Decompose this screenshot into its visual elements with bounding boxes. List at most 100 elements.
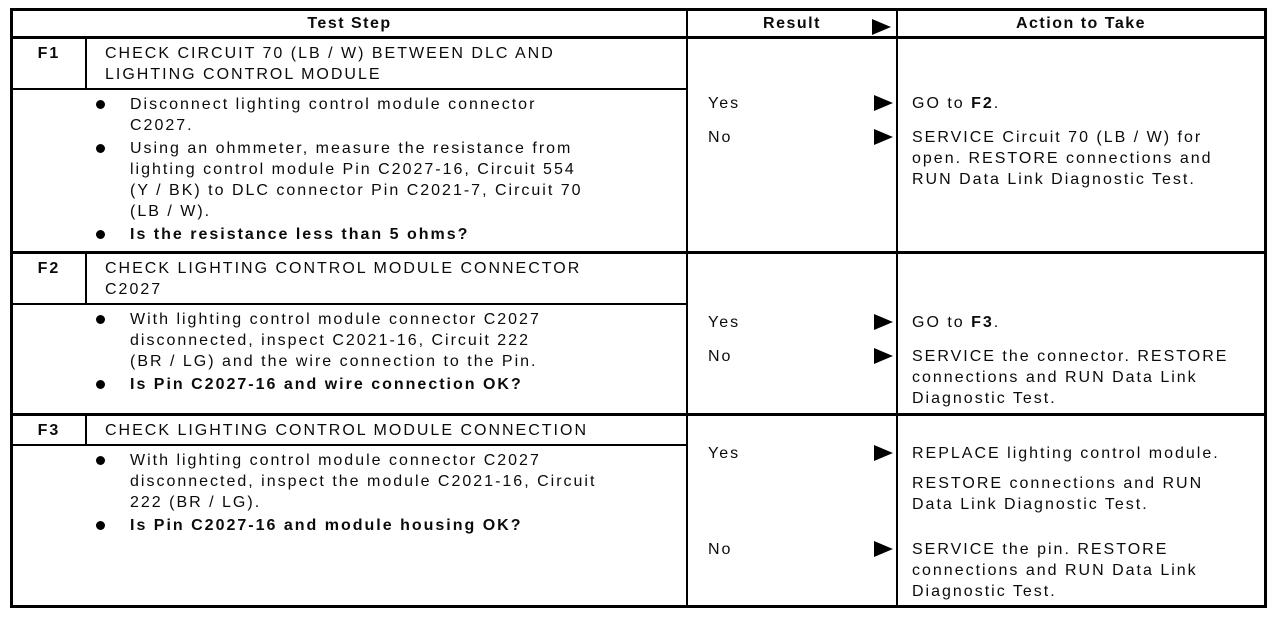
table-header-row: Test Step Result Action to Take bbox=[13, 11, 1264, 39]
result-cell: No bbox=[688, 539, 896, 602]
bullet-icon bbox=[96, 100, 105, 109]
instruction-text: With lighting control module connector C… bbox=[130, 309, 541, 372]
question-item: Is Pin C2027-16 and wire connection OK? bbox=[96, 374, 686, 395]
table-row: F1 CHECK CIRCUIT 70 (LB / W) BETWEEN DLC… bbox=[13, 39, 1264, 251]
result-cell: Yes bbox=[688, 93, 896, 114]
step-title-line: CHECK LIGHTING CONTROL MODULE CONNECTION bbox=[105, 422, 588, 439]
instruction-line: Using an ohmmeter, measure the resistanc… bbox=[130, 140, 573, 157]
question-text: Is Pin C2027-16 and module housing OK? bbox=[130, 517, 523, 534]
question-text: Is the resistance less than 5 ohms? bbox=[130, 226, 470, 243]
step-instructions: With lighting control module connector C… bbox=[13, 305, 686, 395]
step-header: F1 CHECK CIRCUIT 70 (LB / W) BETWEEN DLC… bbox=[13, 39, 686, 90]
bullet-icon bbox=[96, 521, 105, 530]
instruction-item: Using an ohmmeter, measure the resistanc… bbox=[96, 138, 686, 222]
result-label: No bbox=[708, 348, 733, 365]
action-text: . bbox=[993, 314, 1001, 331]
result-cell: Yes bbox=[688, 443, 896, 515]
bullet-icon bbox=[96, 315, 105, 324]
step-title-line: CHECK CIRCUIT 70 (LB / W) BETWEEN DLC AN… bbox=[105, 45, 555, 62]
instruction-line: disconnected, inspect the module C2021-1… bbox=[130, 473, 597, 490]
action-text: . bbox=[993, 95, 1001, 112]
action-cell: SERVICE Circuit 70 (LB / W) for open. RE… bbox=[896, 127, 1264, 190]
instruction-line: disconnected, inspect C2021-16, Circuit … bbox=[130, 332, 530, 349]
instruction-item: Disconnect lighting control module conne… bbox=[96, 94, 686, 136]
action-cell: GO to F2. bbox=[896, 93, 1264, 114]
result-arrow-icon bbox=[874, 129, 893, 145]
bullet-icon bbox=[96, 456, 105, 465]
step-title: CHECK LIGHTING CONTROL MODULE CONNECTOR … bbox=[87, 254, 587, 303]
step-number: F1 bbox=[13, 39, 87, 88]
instruction-line: With lighting control module connector C… bbox=[130, 311, 541, 328]
action-cell: REPLACE lighting control module. RESTORE… bbox=[896, 443, 1264, 515]
step-title-line: CHECK LIGHTING CONTROL MODULE CONNECTOR bbox=[105, 260, 582, 277]
step-title-line: C2027 bbox=[105, 281, 163, 298]
result-label: No bbox=[708, 129, 733, 146]
step-instructions: Disconnect lighting control module conne… bbox=[13, 90, 686, 245]
result-action-area: Yes GO to F2. No SERVICE Circuit 70 (LB … bbox=[688, 39, 1264, 251]
instruction-line: Disconnect lighting control module conne… bbox=[130, 96, 537, 113]
action-line: SERVICE the connector. RESTORE bbox=[912, 348, 1229, 365]
step-title: CHECK LIGHTING CONTROL MODULE CONNECTION bbox=[87, 416, 594, 444]
action-step-reference: F3 bbox=[971, 314, 994, 331]
action-cell: SERVICE the pin. RESTORE connections and… bbox=[896, 539, 1264, 602]
instruction-line: (Y / BK) to DLC connector Pin C2021-7, C… bbox=[130, 182, 583, 199]
test-step-cell: F3 CHECK LIGHTING CONTROL MODULE CONNECT… bbox=[13, 416, 688, 605]
column-header-test-step: Test Step bbox=[13, 11, 688, 36]
question-item: Is Pin C2027-16 and module housing OK? bbox=[96, 515, 686, 536]
step-header: F3 CHECK LIGHTING CONTROL MODULE CONNECT… bbox=[13, 416, 686, 446]
result-arrow-icon bbox=[874, 348, 893, 364]
instruction-line: C2027. bbox=[130, 117, 194, 134]
instruction-item: With lighting control module connector C… bbox=[96, 450, 686, 513]
result-action-area: Yes GO to F3. No SERVICE the connector. … bbox=[688, 254, 1264, 413]
result-label: Yes bbox=[708, 445, 741, 462]
action-text: GO to bbox=[912, 95, 972, 112]
action-line: SERVICE the pin. RESTORE bbox=[912, 541, 1169, 558]
step-instructions: With lighting control module connector C… bbox=[13, 446, 686, 536]
bullet-icon bbox=[96, 380, 105, 389]
test-step-cell: F1 CHECK CIRCUIT 70 (LB / W) BETWEEN DLC… bbox=[13, 39, 688, 251]
action-cell: GO to F3. bbox=[896, 312, 1264, 333]
column-header-result-label: Result bbox=[763, 14, 821, 32]
table-row: F2 CHECK LIGHTING CONTROL MODULE CONNECT… bbox=[13, 251, 1264, 413]
instruction-line: (LB / W). bbox=[130, 203, 212, 220]
instruction-item: With lighting control module connector C… bbox=[96, 309, 686, 372]
bullet-icon bbox=[96, 144, 105, 153]
action-line: Diagnostic Test. bbox=[912, 390, 1057, 407]
action-line: connections and RUN Data Link bbox=[912, 562, 1198, 579]
action-line: open. RESTORE connections and bbox=[912, 150, 1213, 167]
instruction-line: With lighting control module connector C… bbox=[130, 452, 541, 469]
test-step-cell: F2 CHECK LIGHTING CONTROL MODULE CONNECT… bbox=[13, 254, 688, 413]
question-text: Is Pin C2027-16 and wire connection OK? bbox=[130, 376, 523, 393]
step-title-line: LIGHTING CONTROL MODULE bbox=[105, 66, 382, 83]
result-arrow-icon bbox=[874, 541, 893, 557]
result-cell: Yes bbox=[688, 312, 896, 333]
instruction-line: lighting control module Pin C2027-16, Ci… bbox=[130, 161, 576, 178]
action-cell: SERVICE the connector. RESTORE connectio… bbox=[896, 346, 1264, 409]
bullet-icon bbox=[96, 230, 105, 239]
action-line: RESTORE connections and RUN bbox=[912, 475, 1204, 492]
header-right-arrow-icon bbox=[872, 19, 891, 35]
result-arrow-icon bbox=[874, 314, 893, 330]
action-line: RUN Data Link Diagnostic Test. bbox=[912, 171, 1196, 188]
result-action-area: Yes REPLACE lighting control module. RES… bbox=[688, 416, 1264, 605]
step-number: F2 bbox=[13, 254, 87, 303]
action-text: GO to bbox=[912, 314, 972, 331]
result-cell: No bbox=[688, 346, 896, 409]
pinpoint-test-table: Test Step Result Action to Take F1 CHECK… bbox=[10, 8, 1267, 608]
action-step-reference: F2 bbox=[971, 95, 994, 112]
step-title: CHECK CIRCUIT 70 (LB / W) BETWEEN DLC AN… bbox=[87, 39, 561, 88]
result-cell: No bbox=[688, 127, 896, 190]
instruction-text: Disconnect lighting control module conne… bbox=[130, 94, 536, 136]
action-line: Diagnostic Test. bbox=[912, 583, 1057, 600]
action-line: Data Link Diagnostic Test. bbox=[912, 496, 1149, 513]
table-row: F3 CHECK LIGHTING CONTROL MODULE CONNECT… bbox=[13, 413, 1264, 605]
column-header-action: Action to Take bbox=[1015, 14, 1147, 32]
action-line: SERVICE Circuit 70 (LB / W) for bbox=[912, 129, 1203, 146]
action-line: REPLACE lighting control module. bbox=[912, 445, 1220, 462]
result-arrow-icon bbox=[874, 95, 893, 111]
question-item: Is the resistance less than 5 ohms? bbox=[96, 224, 686, 245]
result-arrow-icon bbox=[874, 445, 893, 461]
result-label: Yes bbox=[708, 314, 741, 331]
instruction-text: Using an ohmmeter, measure the resistanc… bbox=[130, 138, 583, 222]
result-label: Yes bbox=[708, 95, 741, 112]
